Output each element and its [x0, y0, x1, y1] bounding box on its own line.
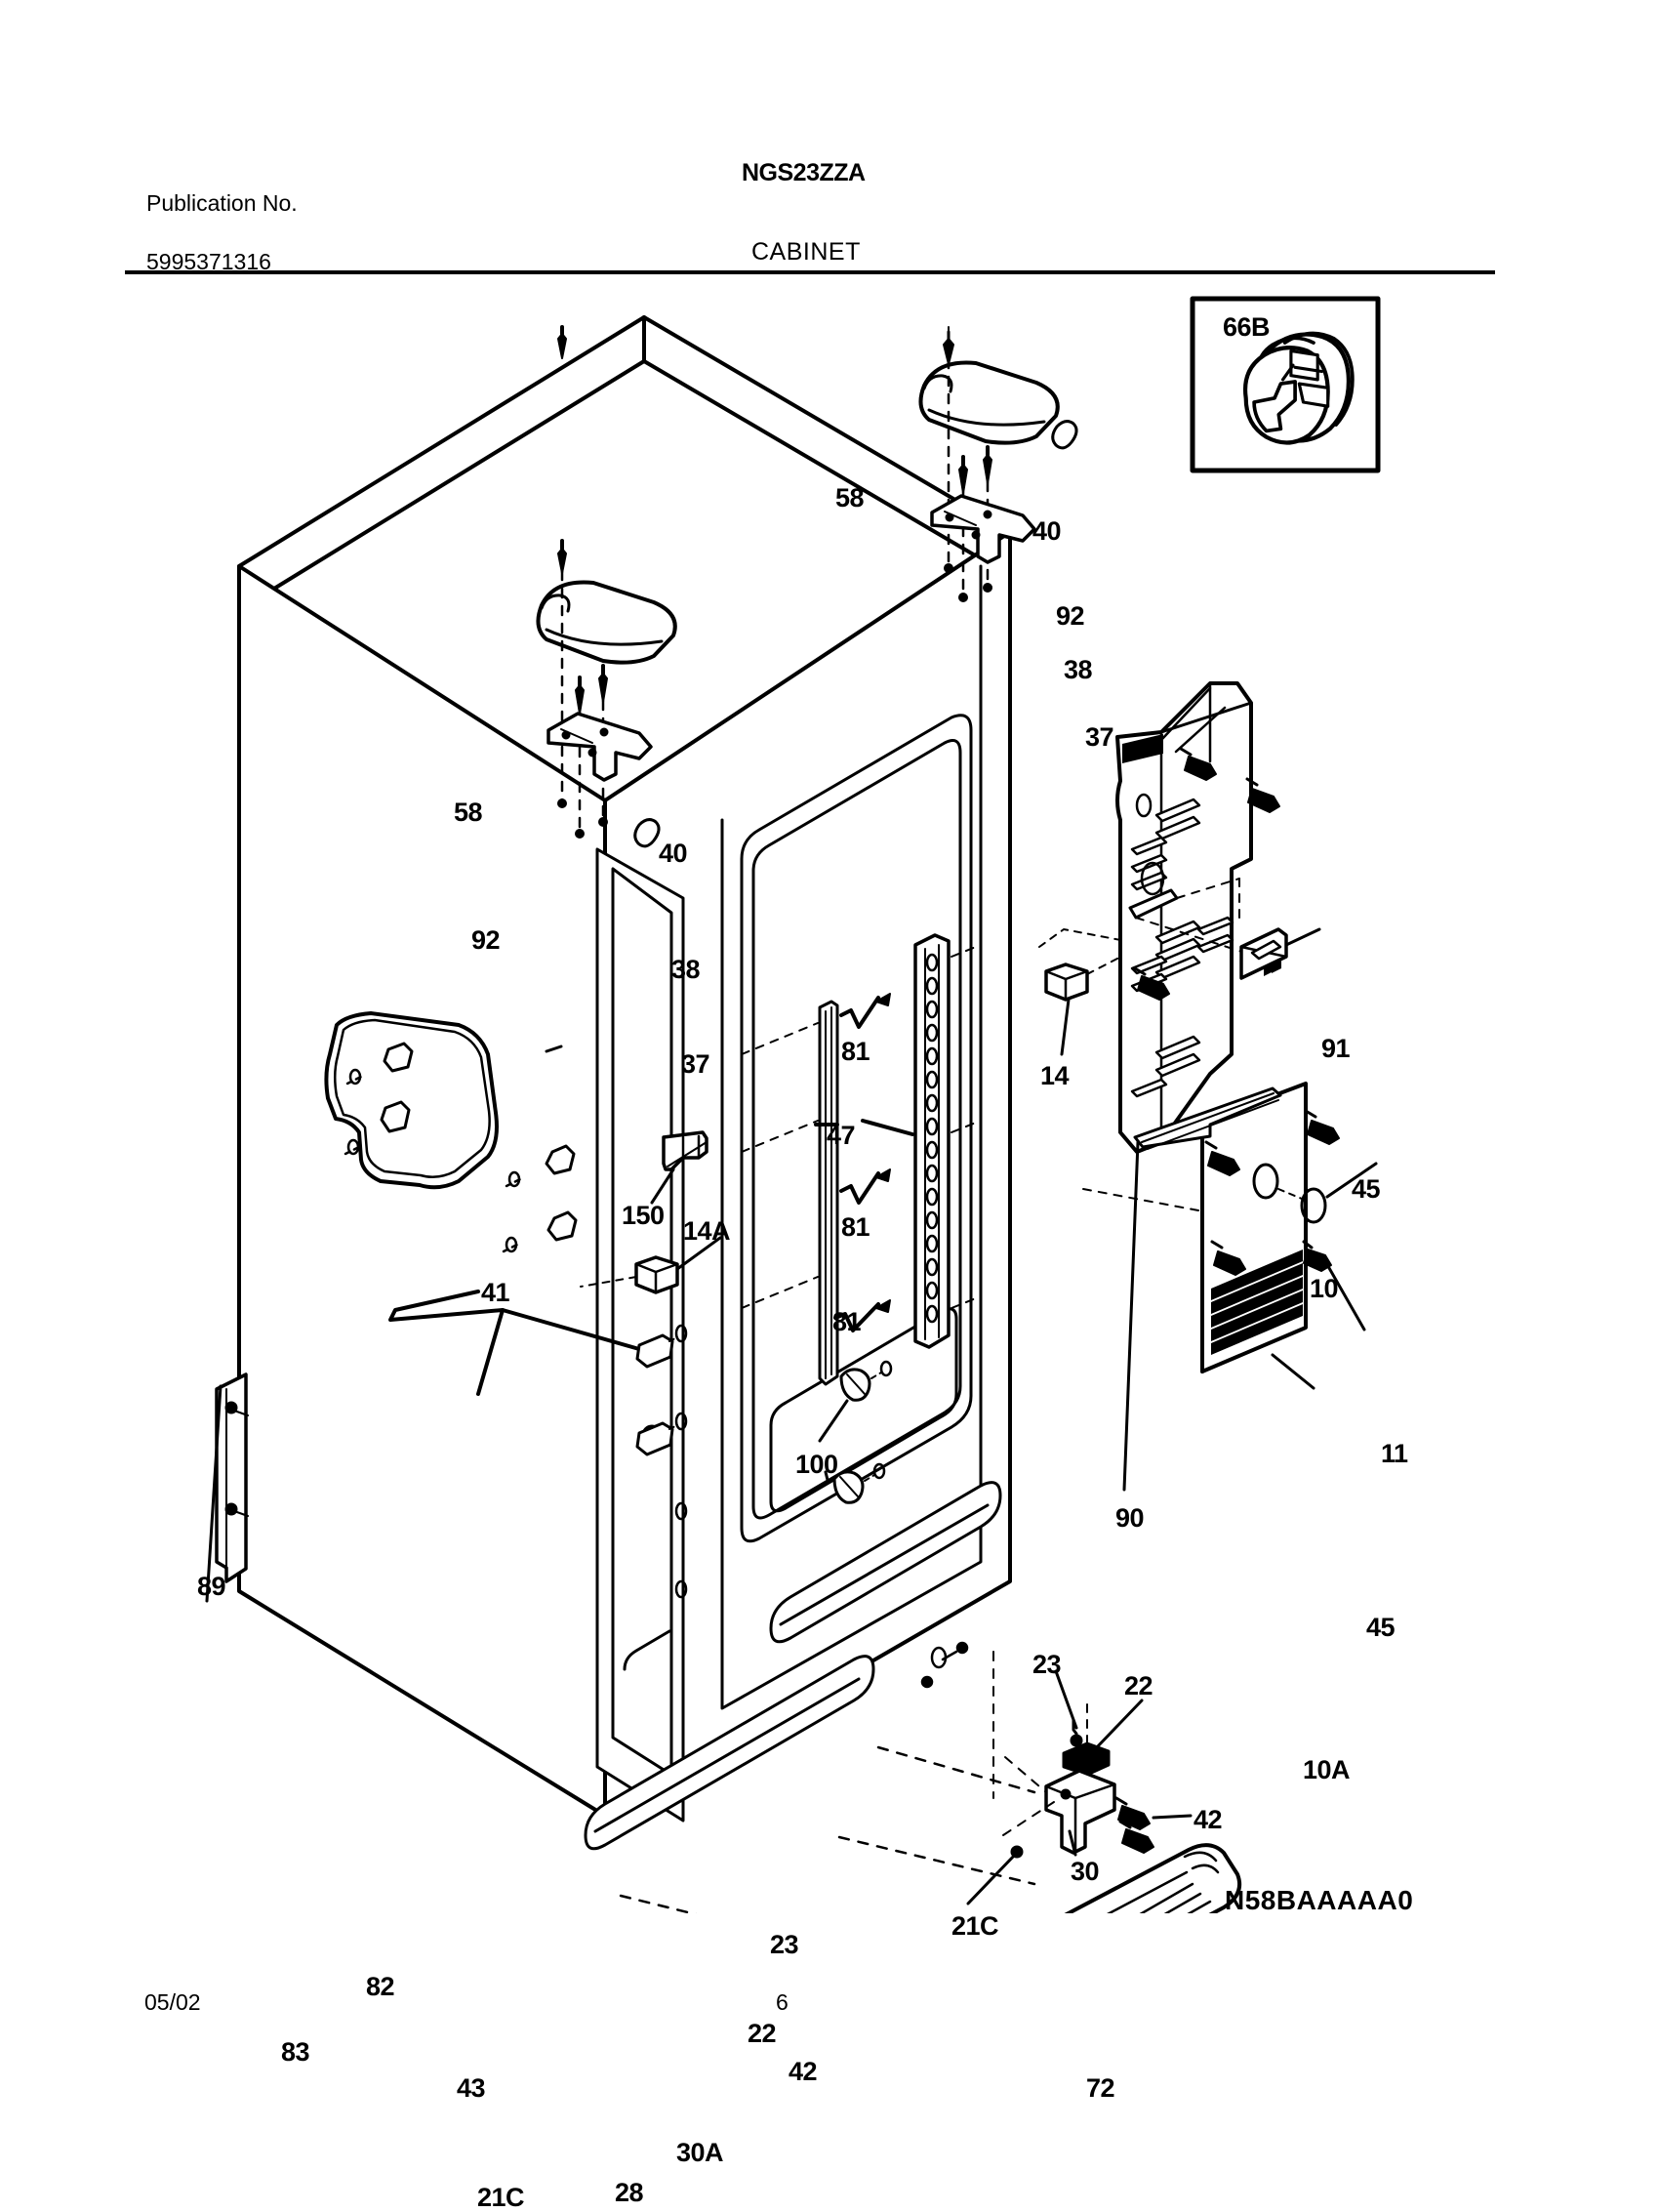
- callout-92-top: 92: [1056, 601, 1085, 631]
- callout-40-top: 40: [1032, 516, 1062, 546]
- section-title: CABINET: [751, 238, 861, 266]
- callout-100: 100: [795, 1450, 838, 1479]
- callout-10a: 10A: [1303, 1755, 1351, 1784]
- callout-81-c: 81: [832, 1307, 862, 1336]
- callout-92-left: 92: [471, 925, 501, 955]
- part-14-clip: [1038, 928, 1148, 1056]
- part-72-toe-grille: [1064, 1843, 1242, 1913]
- part-10a-access-panel: [1082, 1082, 1378, 1492]
- publication-block: Publication No. 5995371316: [146, 159, 298, 306]
- callout-83: 83: [281, 2037, 310, 2067]
- callout-47: 47: [827, 1121, 856, 1150]
- part-91-connector: [1239, 927, 1321, 980]
- callout-14: 14: [1040, 1061, 1070, 1090]
- callout-41: 41: [481, 1278, 510, 1307]
- callout-66b: 66B: [1223, 312, 1271, 342]
- part-14a-clip: [580, 1236, 722, 1294]
- callout-38-top: 38: [1064, 655, 1093, 684]
- callout-30: 30: [1071, 1857, 1100, 1886]
- shelf-support-rails: [741, 933, 977, 1386]
- callout-90: 90: [1115, 1503, 1145, 1533]
- part-10-compartment-cover: [1115, 681, 1280, 1174]
- left-panel-plugs: [635, 1324, 688, 1599]
- diagram-code: N58BAAAAA0: [1225, 1885, 1414, 1915]
- publication-number: 5995371316: [146, 249, 271, 274]
- callout-72: 72: [1086, 2073, 1115, 2103]
- callout-21c-left: 21C: [477, 2183, 525, 2212]
- callout-89: 89: [197, 1572, 226, 1601]
- callout-43: 43: [457, 2073, 486, 2103]
- publication-label: Publication No.: [146, 190, 298, 216]
- hinge-group-left: [536, 325, 677, 848]
- callout-11: 11: [1381, 1439, 1408, 1468]
- callout-14a: 14A: [683, 1216, 731, 1246]
- callout-58-top: 58: [835, 483, 865, 512]
- part-41-plug-set: [324, 1011, 641, 1396]
- callout-150: 150: [622, 1201, 665, 1230]
- callout-22-left: 22: [748, 2019, 777, 2048]
- callout-58-left: 58: [454, 798, 483, 827]
- callout-45-lower: 45: [1366, 1613, 1396, 1642]
- callout-40-left: 40: [659, 839, 688, 868]
- callout-23-left-leader: [619, 1894, 697, 1913]
- cabinet-bottom-holes: [920, 1641, 969, 1689]
- callout-22-right: 22: [1124, 1671, 1153, 1700]
- callout-28: 28: [615, 2178, 644, 2207]
- callout-37-left: 37: [681, 1049, 710, 1079]
- cabinet-body: [237, 315, 1012, 1818]
- callout-23-right: 23: [1032, 1650, 1062, 1679]
- callout-81-a: 81: [841, 1037, 870, 1066]
- callout-21c-mid: 21C: [951, 1911, 999, 1941]
- callout-91: 91: [1321, 1034, 1351, 1063]
- inset-box-66b: [1190, 296, 1381, 473]
- model-number: NGS23ZZA: [742, 159, 866, 186]
- callout-37-top: 37: [1085, 722, 1114, 752]
- door-bottom-gaskets: [584, 1481, 1002, 1851]
- part-150-bracket: [650, 1130, 708, 1205]
- footer-date: 05/02: [144, 1989, 201, 2015]
- parts-diagram-page: Publication No. 5995371316 NGS23ZZA CABI…: [0, 159, 1659, 2211]
- callout-38-left: 38: [671, 955, 701, 984]
- callout-81-b: 81: [841, 1212, 870, 1242]
- callout-45-upper: 45: [1352, 1174, 1381, 1204]
- callout-82: 82: [366, 1972, 395, 2001]
- part-89-bracket: [205, 1372, 249, 1603]
- footer-page-number: 6: [776, 1989, 789, 2015]
- callout-42-right: 42: [1194, 1805, 1223, 1834]
- hinge-bottom-right-group: [837, 1651, 1193, 1905]
- callout-42-left: 42: [789, 2057, 818, 2086]
- part-100-shelf-stop: [818, 1360, 893, 1504]
- callout-30a: 30A: [676, 2138, 724, 2167]
- callout-10: 10: [1310, 1274, 1339, 1303]
- header-rule: [125, 270, 1495, 274]
- diagram-canvas: [0, 273, 1659, 1913]
- callout-23-left: 23: [770, 1930, 799, 1959]
- hinge-group-right: [918, 326, 1078, 602]
